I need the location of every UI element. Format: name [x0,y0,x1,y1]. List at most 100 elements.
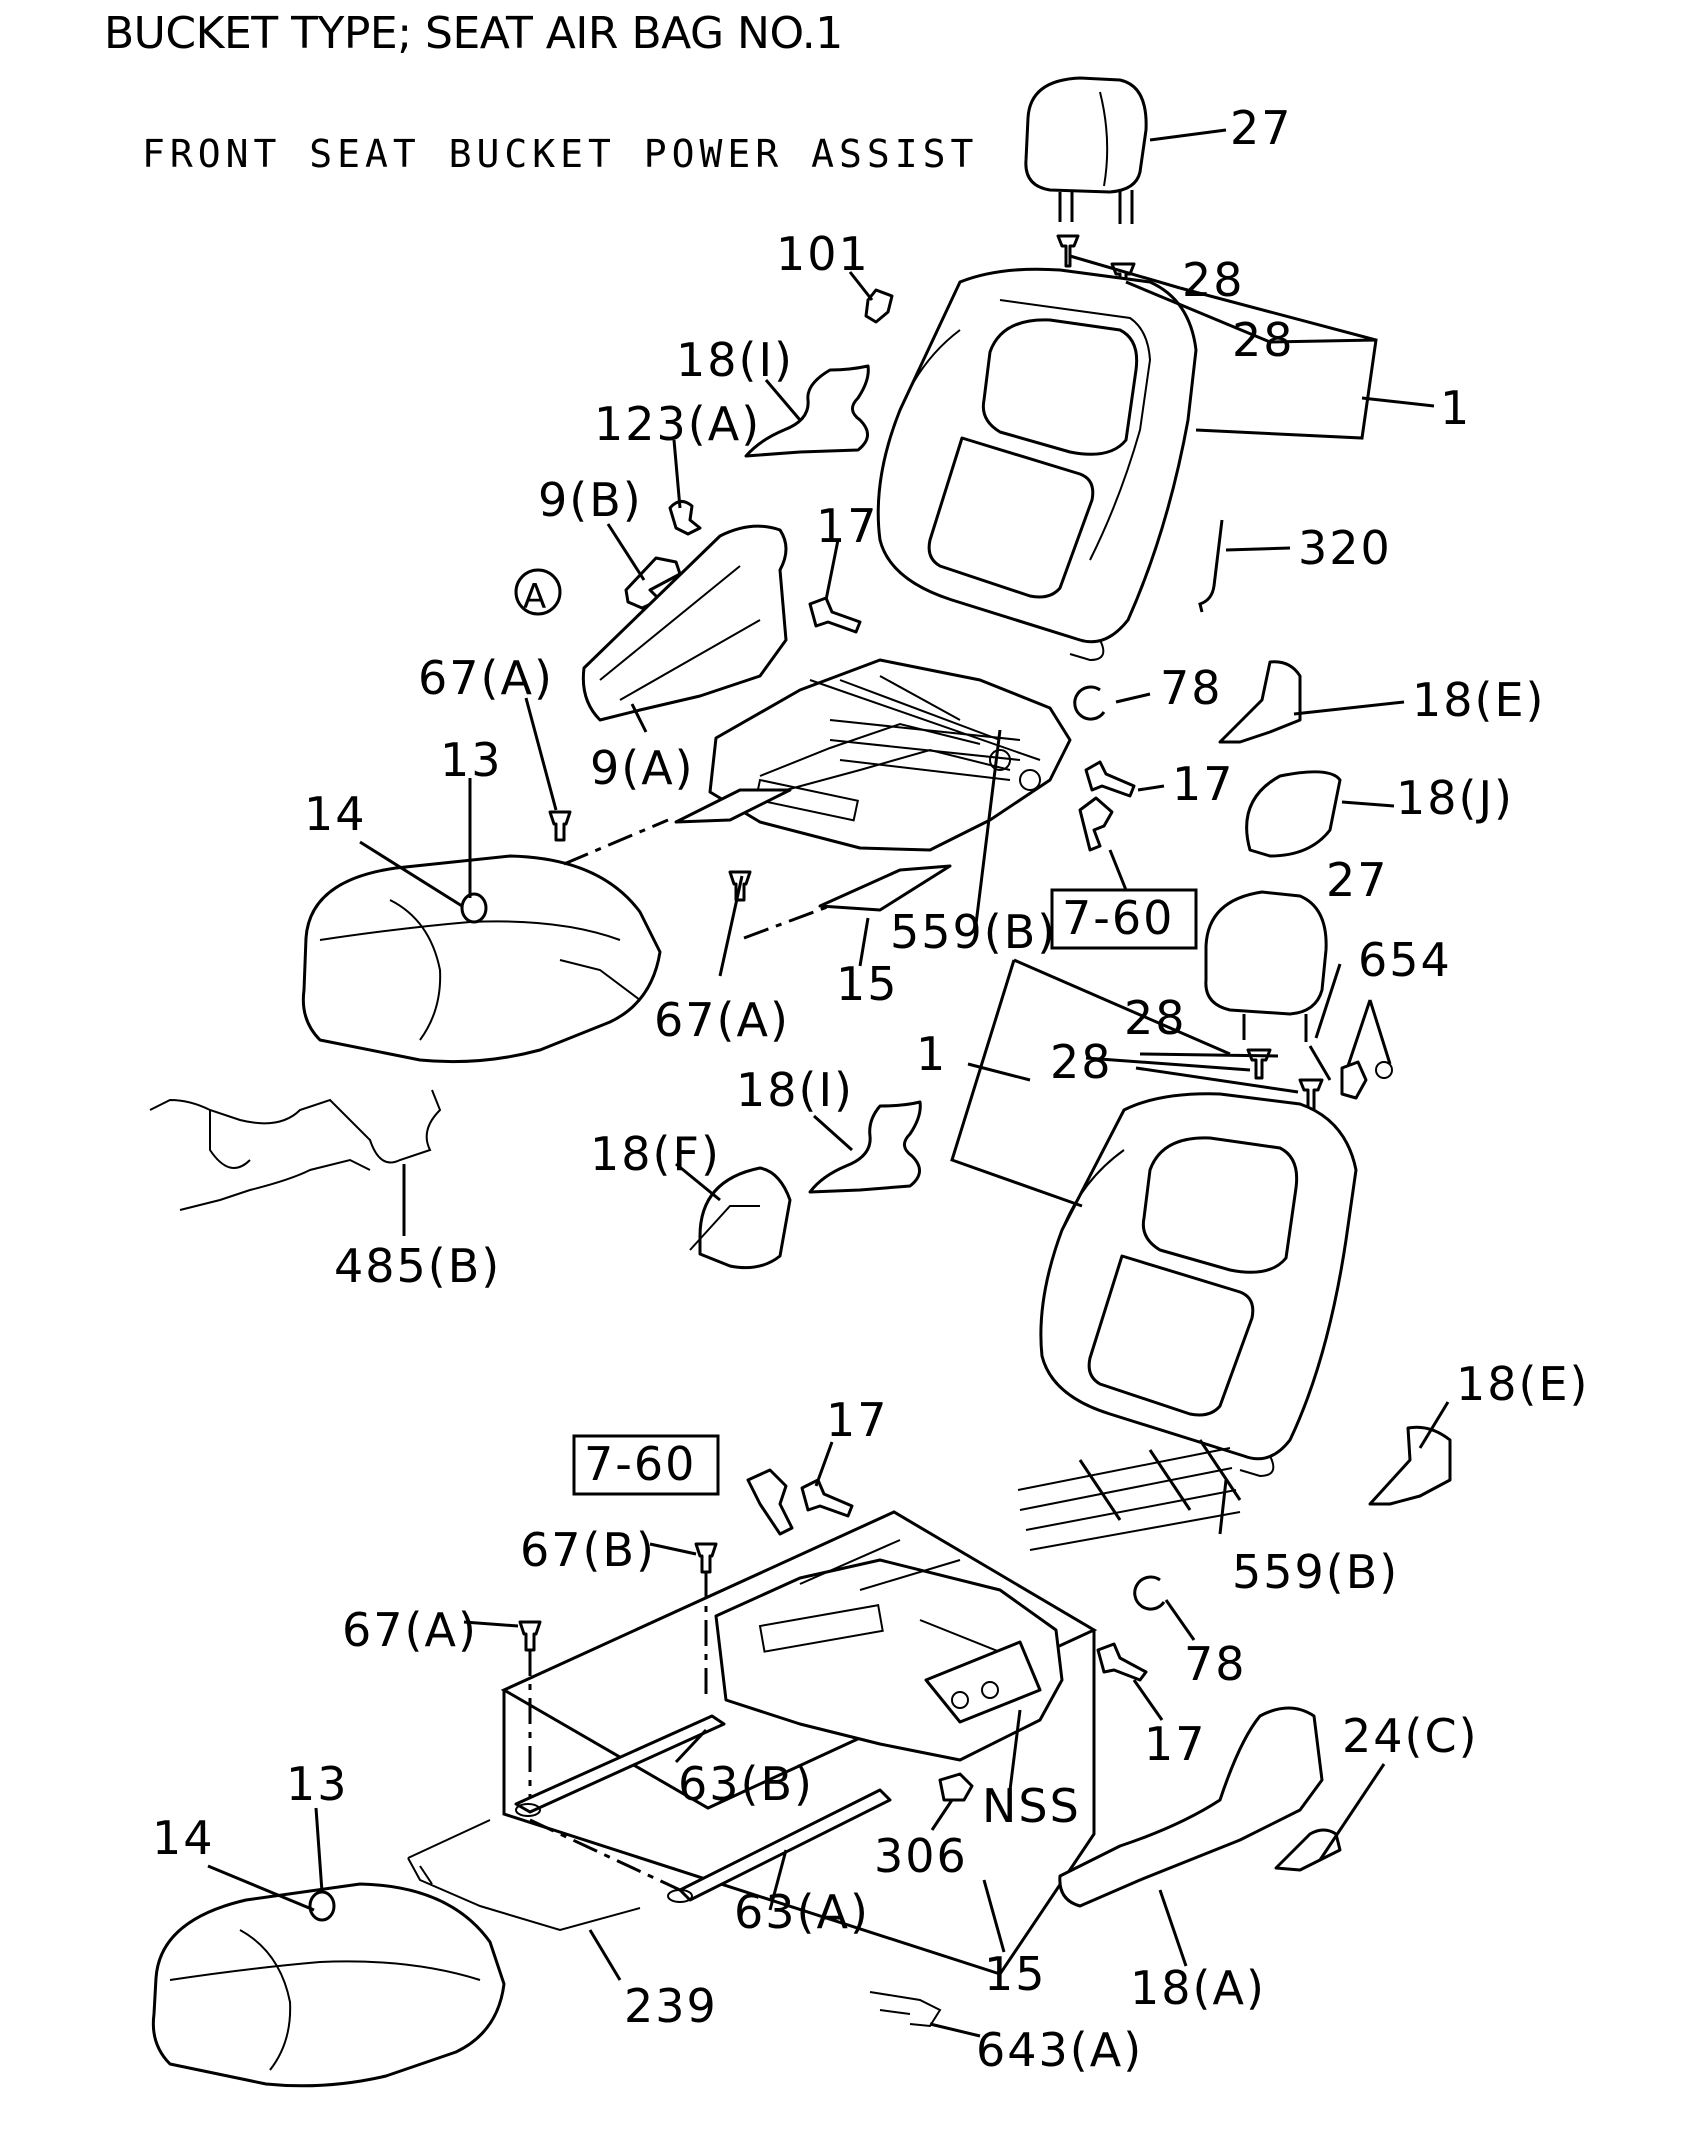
cable-239 [407,1819,641,1932]
label-78-lower: 78 [1184,1637,1247,1691]
label-18i-lower: 18(I) [736,1063,854,1117]
label-28-lower-a: 28 [1124,991,1187,1045]
dash-67a-upper [563,818,669,866]
clip-643a [869,1991,942,2028]
cover-24c [1274,1828,1342,1872]
label-239: 239 [624,1979,718,2033]
reference-box-7-60-upper [1050,888,1198,950]
label-17-c: 17 [826,1393,889,1447]
label-9a: 9(A) [590,741,695,795]
cushion-14-upper [301,854,662,1064]
clip-78-upper [1073,685,1106,721]
bolt-17-a [808,596,862,634]
label-28-upper-b: 28 [1232,313,1295,367]
leader-lines [207,128,1450,2038]
label-circle-a: A [523,577,546,617]
cushion-14-lower [151,1882,506,2088]
label-14-upper: 14 [304,787,367,841]
recliner-cover-upper [581,524,788,722]
bolt-17-b [1084,760,1136,798]
callout-circle-a [514,568,562,616]
label-1-upper: 1 [1440,381,1471,435]
assembly-box [500,1510,1098,1976]
headrest-upper [1024,76,1148,224]
label-28-upper-a: 28 [1182,253,1245,307]
cover-18i-upper [744,364,870,458]
nut-306 [938,1772,974,1802]
label-15-upper: 15 [836,957,899,1011]
label-559b-upper: 559(B) [890,905,1057,959]
spring-559b-lower [1017,1439,1242,1551]
label-17-d: 17 [1144,1717,1207,1771]
cover-18i-lower [808,1100,922,1194]
label-63b: 63(B) [678,1757,814,1811]
bolt-101 [864,288,894,324]
headrest-lower [1204,890,1328,1042]
label-18j: 18(J) [1396,771,1514,825]
cover-18j [1245,770,1342,858]
callout-labels: 27 28 28 1 101 18(I) 123(A) 9(B) 17 320 … [152,101,1590,2077]
lever-9b [624,556,682,610]
label-17-a: 17 [816,499,879,553]
label-nss: NSS [982,1779,1081,1833]
rail-15-upper [674,788,792,824]
label-28-lower-b: 28 [1050,1035,1113,1089]
cover-18e-upper [1218,660,1302,744]
label-18e-upper: 18(E) [1412,673,1546,727]
label-27-lower: 27 [1326,853,1389,907]
label-18i-upper: 18(I) [676,333,794,387]
bolt-67b [694,1542,718,1574]
label-1-lower: 1 [916,1027,947,1081]
connector-7-60-lower [746,1468,794,1536]
seatback-upper [876,267,1198,662]
label-9b: 9(B) [538,473,643,527]
label-643a: 643(A) [976,2023,1143,2077]
seatback-lower [1039,1092,1358,1478]
cover-18f [698,1166,792,1270]
label-14-lower: 14 [152,1811,215,1865]
cover-18e-lower [1368,1425,1452,1506]
label-13-upper: 13 [440,733,503,787]
label-18a: 18(A) [1130,1961,1266,2015]
label-78-upper: 78 [1160,661,1223,715]
label-15-lower: 15 [984,1947,1047,2001]
cover-18a [1058,1706,1324,1908]
wire-320 [1198,519,1224,613]
clip-654 [1340,1060,1368,1100]
label-27-upper: 27 [1230,101,1293,155]
diagram-subtitle: FRONT SEAT BUCKET POWER ASSIST [142,132,979,176]
bolt-17-d [1096,1642,1148,1682]
part-13-lower [308,1890,336,1922]
seat-frame-upper [708,658,1072,852]
label-7-60-upper: 7-60 [1062,891,1174,945]
label-67a-c: 67(A) [342,1603,478,1657]
label-67a-a: 67(A) [418,651,554,705]
connector-7-60-upper [1078,796,1114,852]
label-18f: 18(F) [590,1127,721,1181]
label-63a: 63(A) [734,1885,870,1939]
bolt-67a-c [518,1620,542,1652]
label-7-60-lower: 7-60 [584,1437,696,1491]
diagram-title: BUCKET TYPE; SEAT AIR BAG NO.1 [104,8,843,59]
label-13-lower: 13 [286,1757,349,1811]
label-559b-lower: 559(B) [1232,1545,1399,1599]
label-123a: 123(A) [594,397,761,451]
rail-63b [514,1714,726,1814]
reference-box-7-60-lower [572,1434,720,1496]
label-67b: 67(B) [520,1523,656,1577]
label-320: 320 [1298,521,1392,575]
label-17-b: 17 [1172,757,1235,811]
label-18e-lower: 18(E) [1456,1357,1590,1411]
label-485b: 485(B) [334,1239,501,1293]
rail-63a [678,1788,892,1902]
label-101: 101 [776,227,870,281]
bolt-17-c [800,1478,854,1518]
clip-123a [668,500,702,536]
bolt-67a-a [548,810,572,842]
dash-67a-lower [743,904,831,940]
label-67a-b: 67(A) [654,993,790,1047]
label-306: 306 [874,1829,968,1883]
rail-15-lower [818,864,952,912]
